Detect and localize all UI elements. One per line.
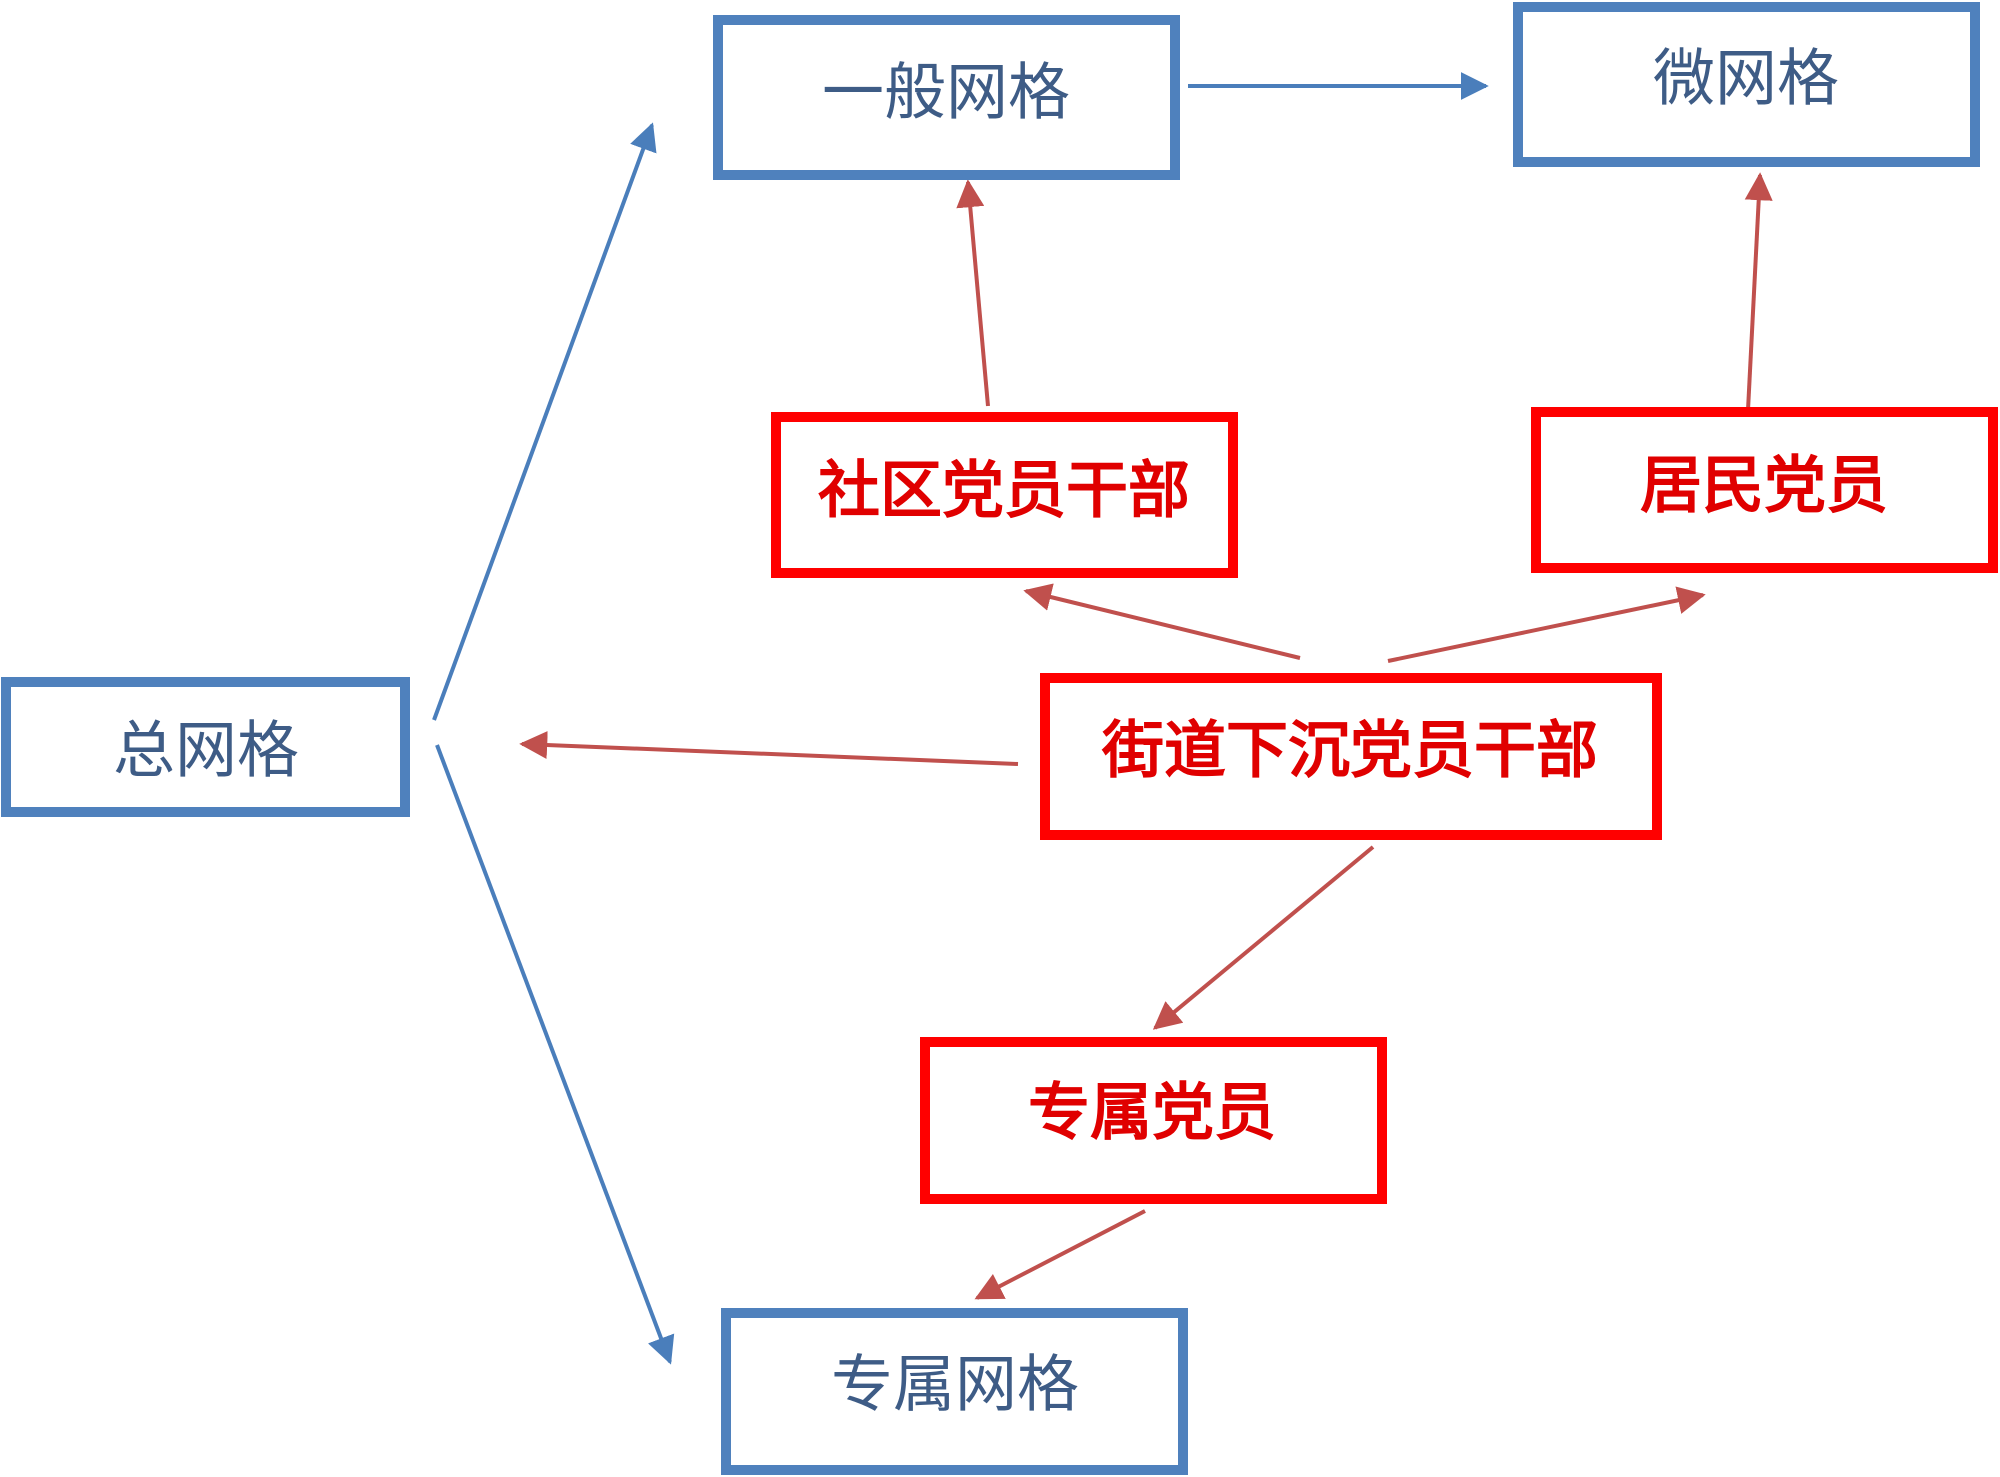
node-box — [771, 412, 1238, 578]
node-box — [1, 677, 410, 817]
edge-street-to-community — [1023, 583, 1301, 660]
node-exclusive-grid[interactable]: 专属网格 — [721, 1308, 1188, 1475]
edge-street-to-total — [519, 731, 1019, 766]
node-label: 专属网格 — [831, 1348, 1079, 1421]
node-resident-members[interactable]: 居民党员 — [1531, 407, 1998, 573]
node-street-cadres[interactable]: 街道下沉党员干部 — [1040, 673, 1662, 840]
edge-community-to-general — [956, 179, 990, 407]
node-label: 专属党员 — [1028, 1076, 1276, 1149]
edges — [432, 72, 1773, 1365]
node-label: 居民党员 — [1640, 449, 1888, 522]
node-box — [713, 15, 1180, 180]
node-box — [1040, 673, 1662, 840]
node-label: 社区党员干部 — [818, 454, 1190, 527]
node-micro-grid[interactable]: 微网格 — [1513, 2, 1980, 167]
edge-exclusive-members-to-grid — [974, 1209, 1146, 1300]
node-box — [920, 1037, 1387, 1204]
node-exclusive-members[interactable]: 专属党员 — [920, 1037, 1387, 1204]
node-label: 微网格 — [1653, 42, 1839, 115]
node-box — [1531, 407, 1998, 573]
node-label: 街道下沉党员干部 — [1101, 714, 1598, 787]
edge-street-to-exclusive-members — [1152, 845, 1375, 1030]
node-community-cadres[interactable]: 社区党员干部 — [771, 412, 1238, 578]
node-general-grid[interactable]: 一般网格 — [713, 15, 1180, 180]
edge-total-to-exclusive-grid — [435, 744, 675, 1365]
node-label: 一般网格 — [822, 56, 1070, 129]
node-box — [721, 1308, 1188, 1475]
edge-total-to-general — [432, 122, 657, 721]
edge-resident-to-micro — [1744, 172, 1773, 411]
node-total-grid[interactable]: 总网格 — [1, 677, 410, 817]
node-box — [1513, 2, 1980, 167]
node-label: 总网格 — [113, 714, 299, 787]
edge-street-to-resident — [1387, 586, 1706, 663]
